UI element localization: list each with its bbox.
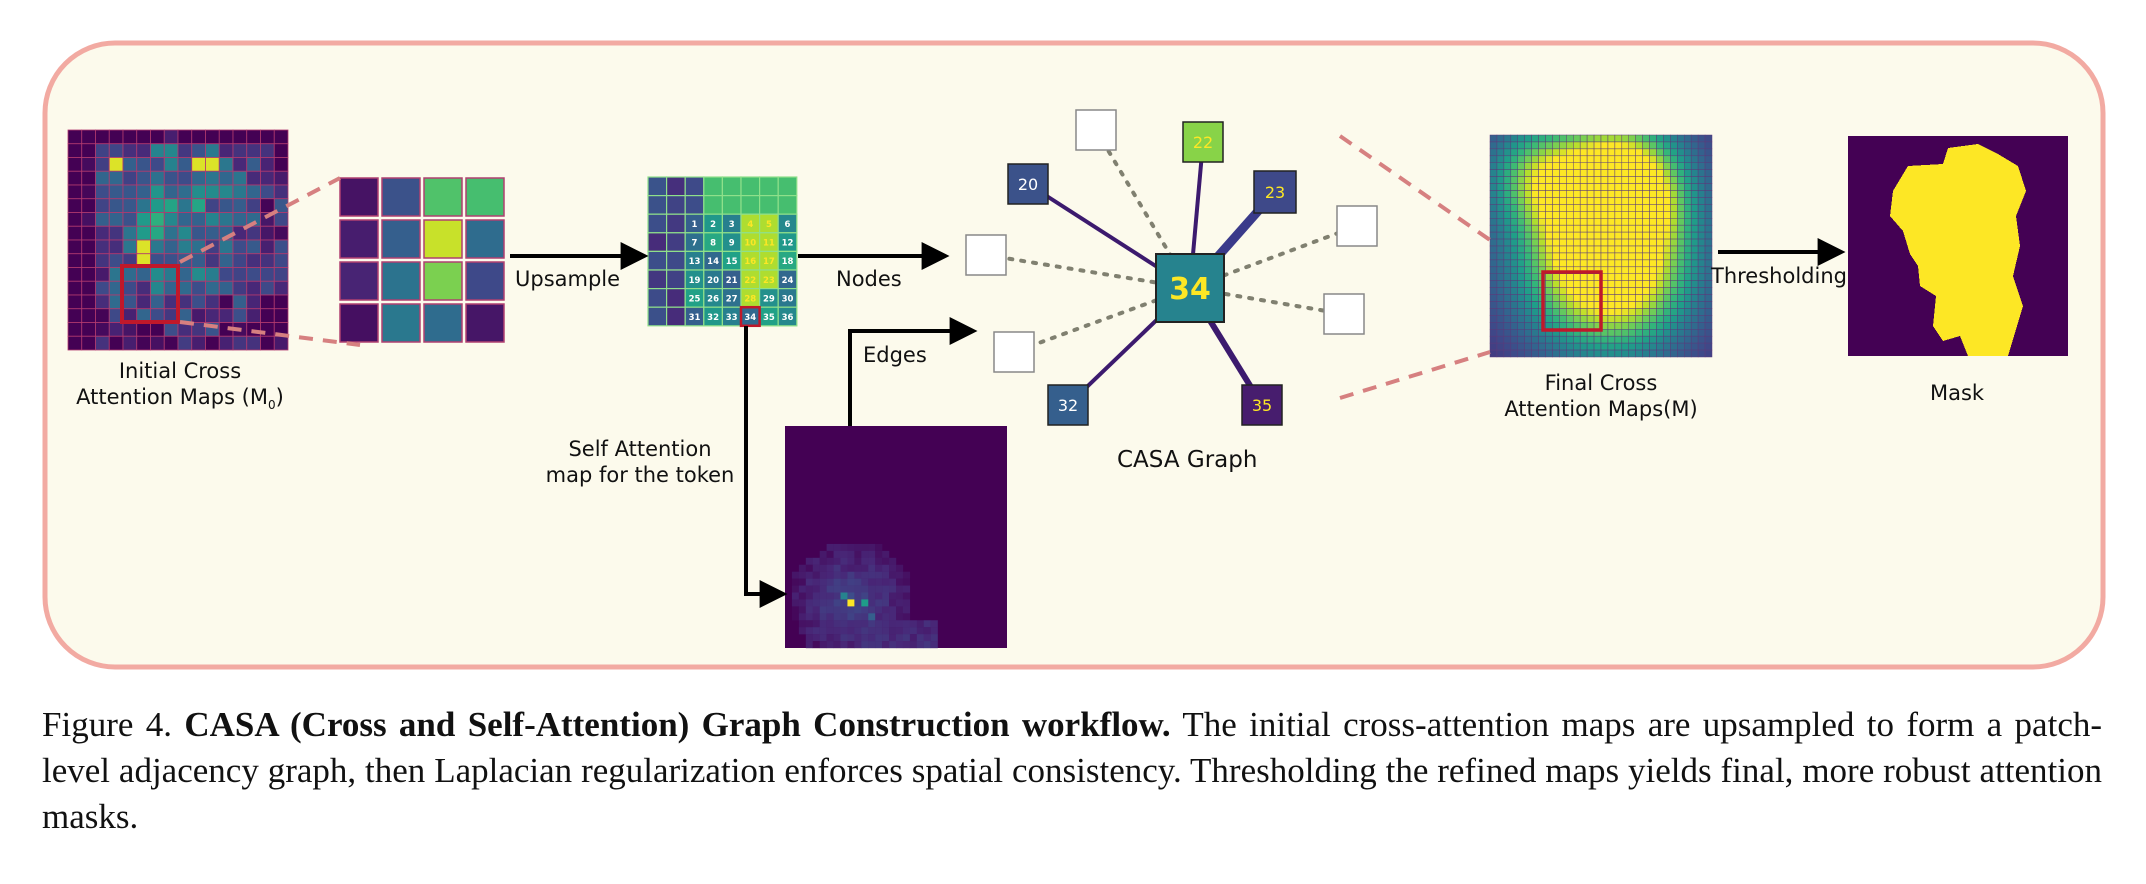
final-connector-bottom xyxy=(1339,350,1491,400)
initial-cross-attention-map xyxy=(67,129,289,351)
patch-number: 21 xyxy=(726,276,738,286)
graph-node-label: 23 xyxy=(1265,183,1285,202)
self-attention-map xyxy=(785,426,1007,649)
patch-number: 12 xyxy=(782,239,794,249)
caption-prefix: Figure 4. xyxy=(42,705,172,744)
patch-number: 4 xyxy=(747,220,753,230)
initial-map-label-close: ) xyxy=(275,385,284,409)
patch-number: 2 xyxy=(710,220,716,230)
patch-number: 5 xyxy=(766,220,772,230)
zoom-connector-top xyxy=(179,176,341,264)
self-attention-arrow xyxy=(744,326,788,608)
patch-number: 10 xyxy=(744,239,756,249)
patch-number: 19 xyxy=(689,276,701,286)
final-map-label-line2: Attention Maps(M) xyxy=(1504,397,1698,421)
graph-node xyxy=(1007,163,1049,205)
patch-number: 32 xyxy=(707,313,719,323)
empty-node xyxy=(1336,205,1378,247)
patch-number: 22 xyxy=(744,276,756,286)
patch-number: 3 xyxy=(729,220,735,230)
final-map-label-line1: Final Cross xyxy=(1544,371,1658,395)
graph-node xyxy=(1047,384,1089,426)
final-connector-top xyxy=(1338,134,1492,242)
patch-number: 30 xyxy=(782,294,794,304)
thresholding-label: Thresholding xyxy=(1711,264,1847,288)
panel-background xyxy=(42,40,2106,670)
caption-body: The initial cross-attention maps are ups… xyxy=(42,705,2103,836)
upsample-label: Upsample xyxy=(515,267,621,291)
empty-node xyxy=(965,234,1007,276)
patch-number: 7 xyxy=(692,239,698,249)
patch-number: 14 xyxy=(707,257,719,267)
patch-number: 17 xyxy=(763,257,775,267)
zoom-connector-bottom xyxy=(179,320,361,347)
patch-number: 23 xyxy=(763,276,775,286)
mask-image xyxy=(1848,136,2068,356)
patch-number: 29 xyxy=(763,294,775,304)
patch-number: 18 xyxy=(782,257,794,267)
patch-number: 24 xyxy=(782,276,794,286)
graph-node xyxy=(1241,384,1283,426)
edges-arrow xyxy=(848,317,978,426)
patch-number: 1 xyxy=(692,220,698,230)
patch-number: 27 xyxy=(726,294,738,304)
patch-number: 36 xyxy=(782,313,794,323)
patch-number: 31 xyxy=(689,313,701,323)
nodes-label: Nodes xyxy=(836,267,902,291)
graph-node-label: 22 xyxy=(1193,133,1213,152)
figure-caption: Figure 4. CASA (Cross and Self-Attention… xyxy=(42,702,2102,840)
patch-number: 11 xyxy=(763,239,775,249)
self-attention-label: Self Attention map for the token xyxy=(530,436,750,488)
initial-map-label-subscript: 0 xyxy=(268,398,276,413)
caption-title: CASA (Cross and Self-Attention) Graph Co… xyxy=(184,705,1171,744)
patch-number: 20 xyxy=(707,276,719,286)
final-cross-attention-map xyxy=(1489,134,1713,358)
casa-graph: 20 22 23 32 35 34 xyxy=(965,109,1378,426)
patch-number: 15 xyxy=(726,257,738,267)
patch-number: 35 xyxy=(763,313,775,323)
initial-map-label-line2: Attention Maps (M0) xyxy=(70,384,290,418)
patch-number: 13 xyxy=(689,257,701,267)
patch-number: 34 xyxy=(744,313,756,323)
self-attention-label-line2: map for the token xyxy=(545,463,735,487)
graph-node-label: 20 xyxy=(1018,175,1038,194)
self-attention-label-line1: Self Attention xyxy=(568,437,712,461)
patch-number: 8 xyxy=(710,239,716,249)
initial-map-label-line1: Initial Cross xyxy=(118,359,242,383)
patch-number: 9 xyxy=(729,239,735,249)
graph-node xyxy=(1182,121,1224,163)
graph-center-label: 34 xyxy=(1169,272,1211,307)
patch-number: 25 xyxy=(689,294,701,304)
graph-node-label: 32 xyxy=(1058,396,1078,415)
casa-graph-label: CASA Graph xyxy=(1117,447,1258,473)
initial-map-label: Initial Cross Attention Maps (M0) xyxy=(70,358,290,418)
graph-node-label: 35 xyxy=(1252,396,1272,415)
patch-number: 28 xyxy=(744,294,756,304)
empty-node xyxy=(993,331,1035,373)
mask-label: Mask xyxy=(1930,381,1985,405)
zoomed-patch-grid xyxy=(339,177,505,343)
initial-map-label-text: Attention Maps (M xyxy=(76,385,268,409)
empty-node xyxy=(1323,293,1365,335)
final-map-label: Final Cross Attention Maps(M) xyxy=(1490,370,1712,422)
graph-center-node xyxy=(1155,253,1225,323)
patch-number: 26 xyxy=(707,294,719,304)
patch-number: 33 xyxy=(726,313,738,323)
empty-node xyxy=(1075,109,1117,151)
patch-number: 16 xyxy=(744,257,756,267)
graph-node xyxy=(1253,170,1297,214)
edges-label: Edges xyxy=(863,343,927,367)
patch-number: 6 xyxy=(785,220,791,230)
